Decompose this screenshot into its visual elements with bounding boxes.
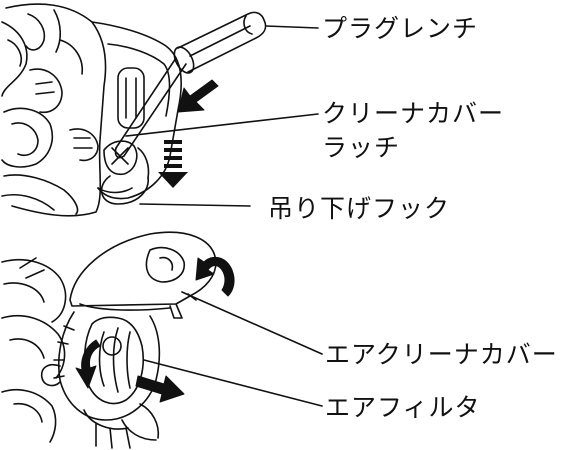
label-cleaner-cover-latch-line1: クリーナカバー [322,99,505,128]
plug-wrench-drawing [114,11,319,159]
engine-bottom-illustration [1,231,323,449]
label-plug-wrench: プラグレンチ [322,14,479,43]
label-hanging-hook: 吊り下げフック [268,194,451,223]
air-cleaner-cover-drawing [69,231,217,319]
label-air-cleaner-cover: エアクリーナカバー [325,340,558,369]
label-cleaner-cover-latch-line2: ラッチ [322,133,401,162]
engine-top-illustration [1,3,319,217]
label-air-filter: エアフィルタ [325,393,481,422]
dashed-down-arrow [158,140,188,188]
